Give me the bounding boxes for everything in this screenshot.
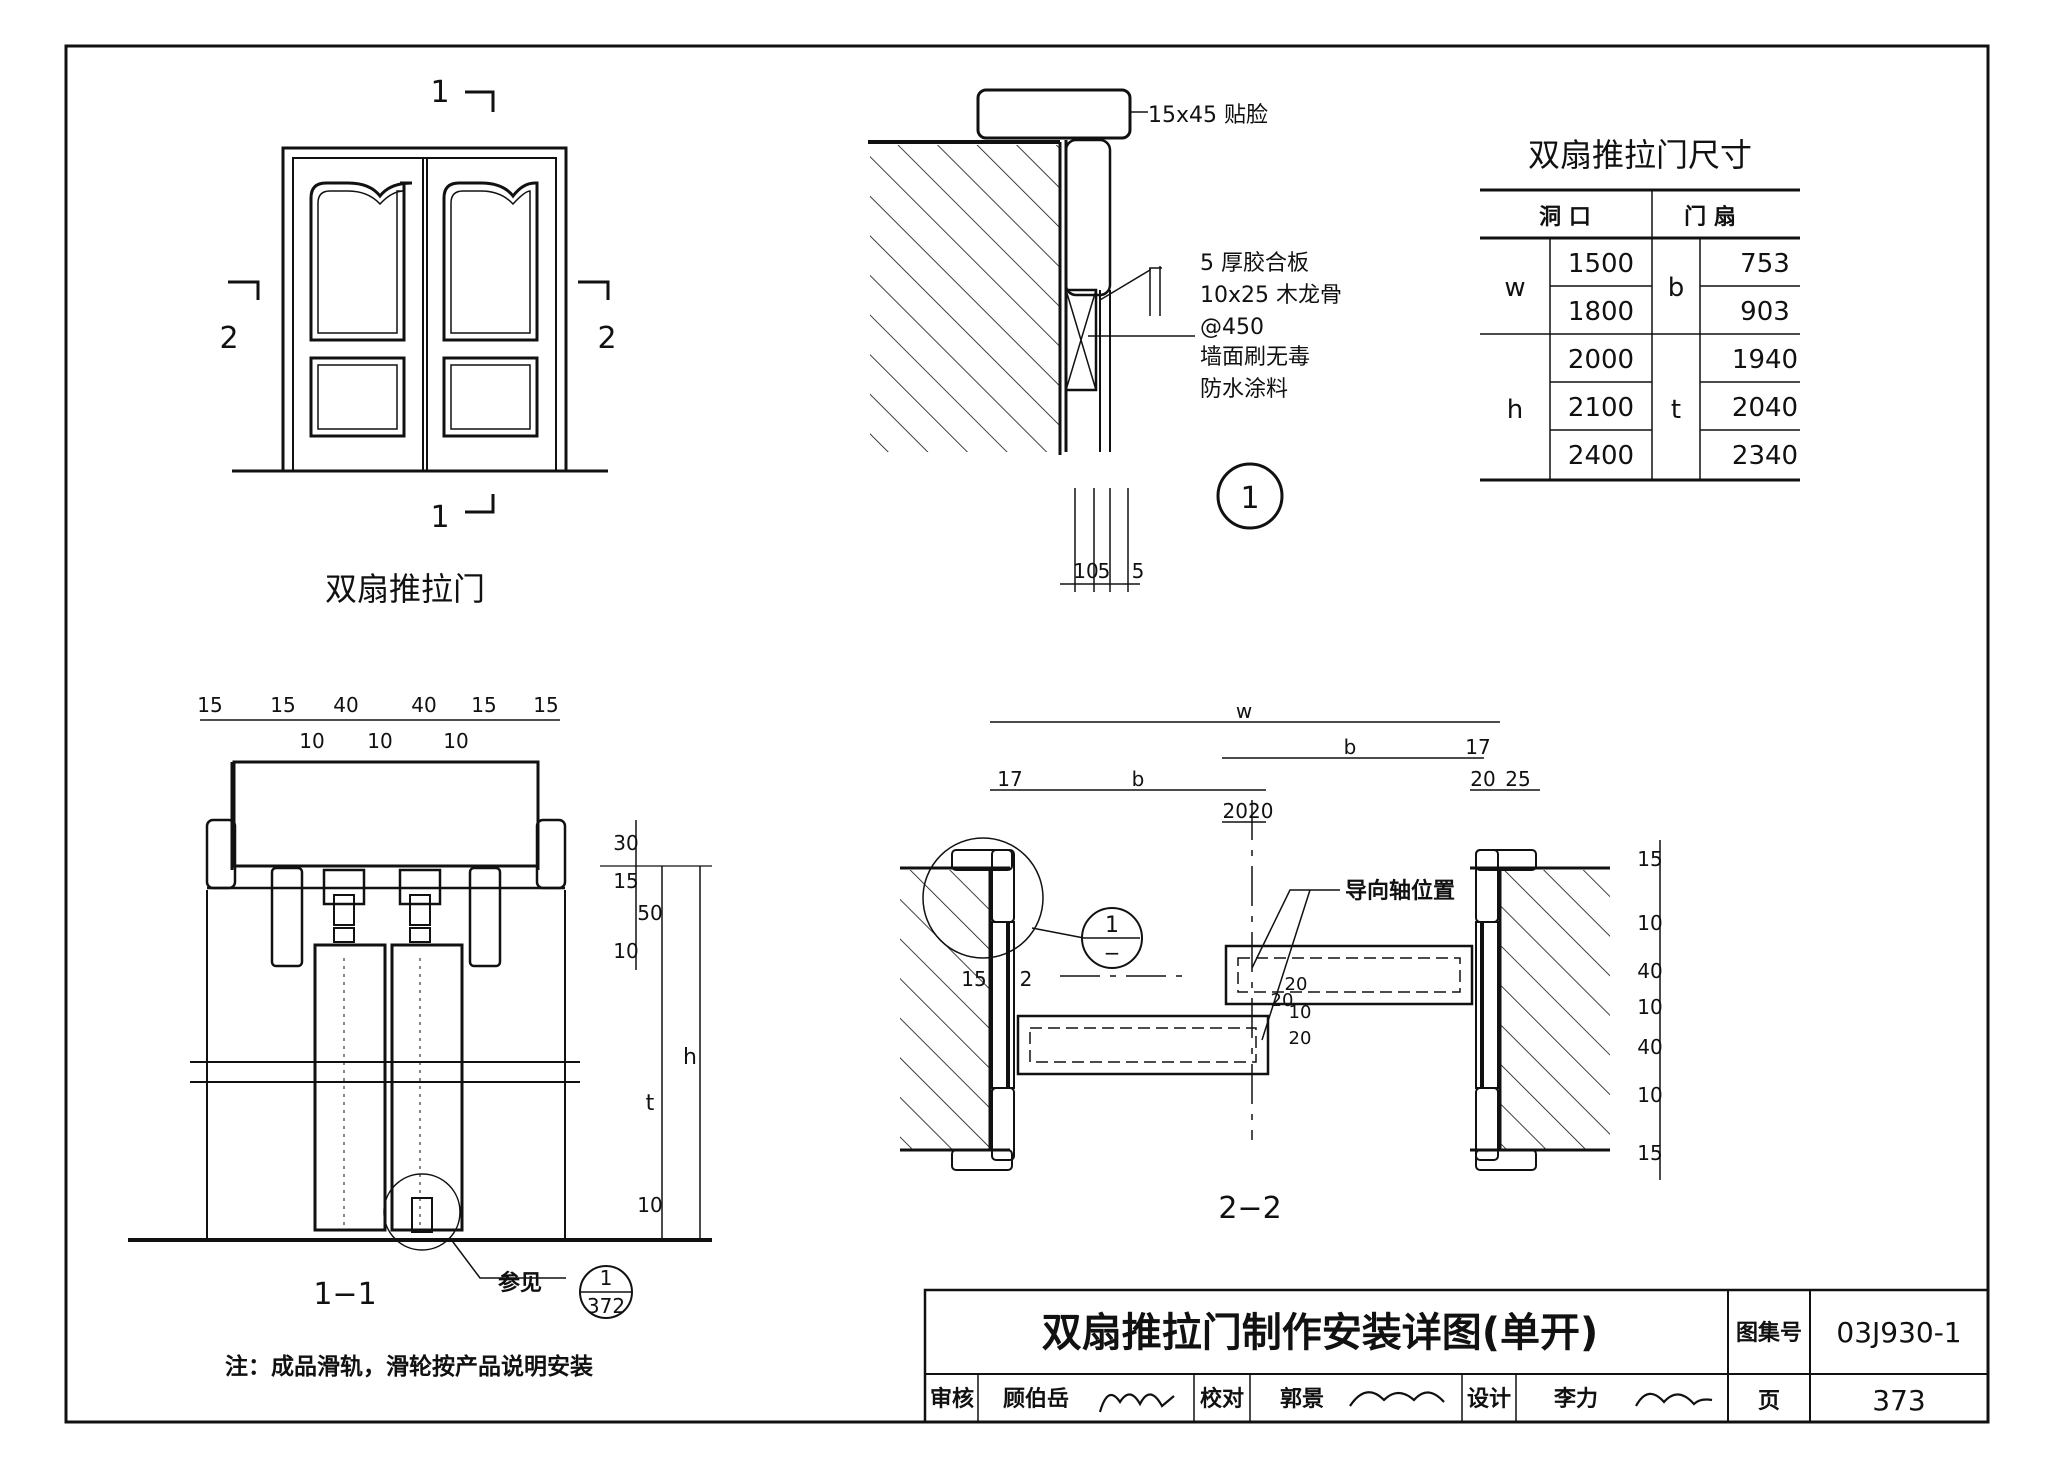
- s22-dim-w: w: [1236, 699, 1252, 723]
- s11-lower-dim-0: 10: [299, 729, 324, 753]
- title-block-design-label: 设计: [1467, 1387, 1511, 1412]
- s22-right-dim-5: 10: [1637, 1083, 1662, 1107]
- title-block-review-label: 审核: [930, 1386, 974, 1412]
- s11-lower-dim-1: 10: [367, 729, 392, 753]
- section-mark-2-right: 2: [597, 321, 616, 356]
- size-table-leaf-1: 903: [1740, 297, 1790, 327]
- s22-caption: 2−2: [1218, 1191, 1281, 1226]
- s22-dim-20c: 20: [1289, 1028, 1312, 1049]
- s22-label-guide: 导向轴位置: [1345, 878, 1455, 904]
- title-block-title: 双扇推拉门制作安装详图(单开): [1042, 1310, 1599, 1356]
- s22-right-dim-6: 15: [1637, 1141, 1662, 1165]
- section-2-2: [900, 721, 1661, 1180]
- title-block-page-no: 373: [1872, 1384, 1925, 1417]
- s22-dim-b1: b: [1132, 767, 1145, 791]
- size-table-leaf-4: 2340: [1732, 441, 1798, 471]
- s11-ref-num: 1: [600, 1266, 613, 1290]
- size-table-title: 双扇推拉门尺寸: [1528, 136, 1752, 174]
- s22-dim-b2: b: [1344, 735, 1357, 759]
- s11-top-dim-1: 15: [270, 693, 295, 717]
- size-table-leaf-2: 1940: [1732, 345, 1798, 375]
- section-1-1: [128, 719, 712, 1319]
- s22-right-dim-2: 40: [1637, 959, 1662, 983]
- title-block-checker: 郭景: [1280, 1386, 1324, 1412]
- size-table-open-3: 2100: [1568, 393, 1634, 423]
- size-table: [1480, 188, 1800, 482]
- s11-right-dim-50: 50: [637, 901, 662, 925]
- s22-detail-ref-num: 1: [1105, 913, 1119, 938]
- detail-1-dim-10: 10: [1073, 559, 1098, 583]
- label-paint-2: 防水涂料: [1200, 377, 1288, 402]
- s11-lower-dim-2: 10: [443, 729, 468, 753]
- label-keel-spacing: @450: [1200, 315, 1264, 340]
- detail-1: [868, 88, 1284, 592]
- s22-right-dim-1: 10: [1637, 911, 1662, 935]
- s11-top-dim-3: 40: [411, 693, 436, 717]
- s22-dim-20b: 20: [1271, 990, 1294, 1011]
- s22-dim-15: 15: [961, 967, 986, 991]
- s22-right-dim-4: 40: [1637, 1035, 1662, 1059]
- s22-right-dim-3: 10: [1637, 995, 1662, 1019]
- s22-dim-10: 10: [1289, 1002, 1312, 1023]
- title-block-designer: 李力: [1553, 1387, 1598, 1412]
- size-table-open-2: 2000: [1568, 345, 1634, 375]
- s11-top-dim-5: 15: [533, 693, 558, 717]
- title-block-atlas-label: 图集号: [1736, 1320, 1802, 1346]
- detail-1-dim-5b: 5: [1132, 559, 1145, 583]
- detail-1-dim-5a: 5: [1098, 559, 1111, 583]
- title-block-atlas-no: 03J930-1: [1836, 1316, 1961, 1349]
- size-table-leaf-0: 753: [1740, 249, 1790, 279]
- elevation-caption: 双扇推拉门: [325, 570, 485, 608]
- size-table-sym-b: b: [1668, 273, 1685, 303]
- label-keel: 10x25 木龙骨: [1200, 283, 1342, 308]
- s22-dim-2020: 2020: [1223, 799, 1274, 823]
- size-table-open-4: 2400: [1568, 441, 1634, 471]
- s11-label-t: t: [646, 1091, 655, 1116]
- title-block-check-label: 校对: [1200, 1386, 1244, 1412]
- title-block-reviewer: 顾伯岳: [1003, 1386, 1069, 1412]
- size-table-open-1: 1800: [1568, 297, 1634, 327]
- title-block-page-label: 页: [1758, 1389, 1780, 1414]
- section-mark-1-top: 1: [430, 75, 449, 110]
- s22-dim-17a: 17: [997, 767, 1022, 791]
- s22-dim-17b: 17: [1465, 735, 1490, 759]
- label-paint-1: 墙面刷无毒: [1200, 345, 1310, 370]
- s22-right-dim-0: 15: [1637, 847, 1662, 871]
- s11-right-dim-10b: 10: [637, 1193, 662, 1217]
- size-table-header-leaf: 门 扇: [1684, 204, 1736, 230]
- section-mark-2-left: 2: [219, 321, 238, 356]
- s11-ref-text: 参见: [498, 1270, 542, 1296]
- size-table-sym-h: h: [1507, 395, 1523, 425]
- s11-caption: 1−1: [313, 1277, 376, 1312]
- size-table-sym-w: w: [1504, 273, 1525, 303]
- size-table-sym-t: t: [1671, 395, 1681, 425]
- detail-1-marker: 1: [1240, 481, 1259, 516]
- section-mark-1-bottom: 1: [430, 500, 449, 535]
- door-elevation: [228, 90, 610, 514]
- s22-dim-20: 20: [1470, 767, 1495, 791]
- size-table-open-0: 1500: [1568, 249, 1634, 279]
- s11-right-dim-10a: 10: [613, 939, 638, 963]
- note: 注：成品滑轨，滑轮按产品说明安装: [225, 1353, 593, 1380]
- s11-top-dim-0: 15: [197, 693, 222, 717]
- s11-label-h: h: [683, 1045, 697, 1070]
- size-table-leaf-3: 2040: [1732, 393, 1798, 423]
- s22-detail-ref-den: −: [1104, 941, 1121, 965]
- label-trim: 15x45 贴脸: [1148, 103, 1268, 128]
- s22-dim-2: 2: [1020, 967, 1033, 991]
- s11-top-dim-4: 15: [471, 693, 496, 717]
- s11-right-dim-30: 30: [613, 831, 638, 855]
- s22-dim-20a: 20: [1285, 974, 1308, 995]
- size-table-header-opening: 洞 口: [1539, 205, 1591, 230]
- title-block: [923, 1288, 1990, 1424]
- s11-top-dim-2: 40: [333, 693, 358, 717]
- s11-right-dim-15: 15: [613, 869, 638, 893]
- label-ply: 5 厚胶合板: [1200, 251, 1309, 276]
- s22-dim-25: 25: [1505, 767, 1530, 791]
- s11-ref-page: 372: [587, 1294, 625, 1318]
